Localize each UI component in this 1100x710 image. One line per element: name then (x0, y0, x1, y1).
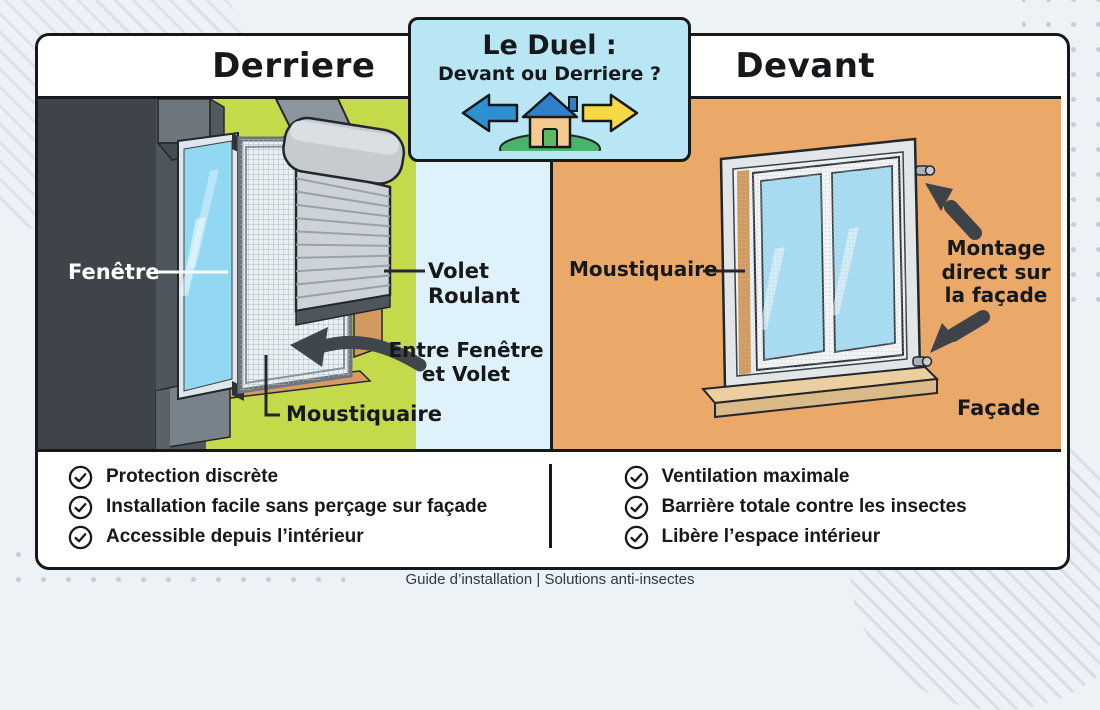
check-item-text: Installation facile sans perçage sur faç… (106, 496, 488, 517)
check-icon (624, 465, 648, 489)
entre-arrow (290, 327, 427, 372)
right-illustration-panel: Moustiquaire Montage direct sur la façad… (553, 99, 1061, 449)
header-right: Devant (550, 36, 1062, 96)
list-item: Libère l’espace intérieur (624, 522, 1062, 552)
footer-caption: Guide d’installation | Solutions anti-in… (405, 571, 695, 588)
check-icon (68, 495, 93, 519)
left-illustration-panel: Fenêtre Volet Roulant Entre Fenêtre et V… (38, 99, 553, 449)
check-item-text: Barrière totale contre les insectes (661, 496, 967, 517)
interior-dark-wall (38, 99, 156, 449)
montage-arrow-bottom (930, 310, 990, 353)
check-icon (68, 465, 93, 489)
check-item-text: Libère l’espace intérieur (661, 526, 881, 547)
duel-subtitle: Devant ou Derriere ? (438, 63, 661, 85)
check-item-text: Accessible depuis l’intérieur (106, 526, 364, 547)
right-panel-title: Devant (735, 46, 876, 86)
check-icon (624, 495, 648, 519)
header-left: Derriere (38, 36, 550, 96)
left-checklist: Protection discrète Installation facile … (38, 452, 550, 561)
house-icon (521, 91, 578, 149)
shutter-box (274, 99, 406, 185)
label-entre-fenetre-et-volet: Entre Fenêtre et Volet (388, 338, 544, 386)
roller-shutter (294, 163, 392, 326)
check-icon (68, 525, 93, 549)
left-illustration (38, 99, 550, 449)
window-glass (177, 131, 244, 401)
checklist-divider (548, 464, 552, 548)
list-item: Accessible depuis l’intérieur (68, 522, 550, 552)
duel-icons (461, 91, 638, 151)
front-window (719, 137, 922, 391)
list-item: Protection discrète (68, 462, 550, 492)
montage-arrow-top (925, 183, 982, 240)
duel-title-box: Le Duel : Devant ou Derriere ? (408, 17, 691, 162)
right-illustration (553, 99, 1061, 449)
duel-title: Le Duel : (482, 30, 617, 61)
label-fenetre: Fenêtre (68, 260, 160, 284)
label-facade: Façade (957, 396, 1041, 420)
list-item: Installation facile sans perçage sur faç… (68, 492, 550, 522)
label-montage-direct: Montage direct sur la façade (941, 236, 1051, 308)
label-volet-roulant: Volet Roulant (428, 259, 520, 308)
check-item-text: Protection discrète (106, 466, 279, 487)
illustration-panels: Fenêtre Volet Roulant Entre Fenêtre et V… (38, 99, 1061, 452)
window-sill (700, 365, 940, 419)
mounting-screw-top (915, 165, 936, 176)
right-arrow-icon (581, 93, 638, 133)
right-checklist: Ventilation maximale Barrière totale con… (550, 452, 1062, 561)
checklists-section: Protection discrète Installation facile … (38, 452, 1061, 561)
sill-block (155, 376, 231, 449)
label-moustiquaire-left: Moustiquaire (286, 402, 442, 426)
check-icon (624, 525, 648, 549)
label-moustiquaire-right: Moustiquaire (569, 257, 718, 281)
list-item: Barrière totale contre les insectes (624, 492, 1062, 522)
left-panel-title: Derriere (212, 46, 376, 86)
list-item: Ventilation maximale (624, 462, 1062, 492)
mounting-screw-bottom (912, 356, 933, 367)
left-arrow-icon (461, 93, 518, 133)
check-item-text: Ventilation maximale (661, 466, 850, 487)
moustiquaire-leader-line (264, 355, 280, 417)
